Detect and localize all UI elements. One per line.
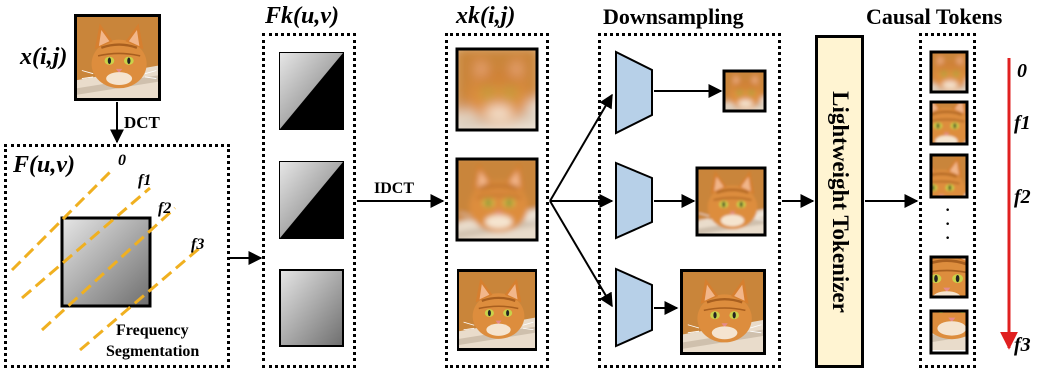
- band-spectra-label: Fk(u,v): [265, 3, 339, 29]
- spectrum-label: F(u,v): [13, 152, 75, 178]
- spectrum-square: [60, 216, 152, 308]
- token-n: [929, 309, 969, 355]
- downsampler-2: [615, 161, 653, 240]
- downsampler-3: [615, 267, 653, 348]
- token-2: [929, 153, 969, 199]
- spectrum-panel: [4, 144, 230, 368]
- causal-freq-f1: f1: [1014, 112, 1031, 134]
- causal-freq-f3: f3: [1014, 334, 1031, 356]
- band-image-mid: [455, 157, 539, 242]
- frequency-segmentation-label-2: Segmentation: [106, 343, 200, 360]
- band-spectrum-low: [279, 52, 344, 130]
- downsampling-label: Downsampling: [603, 4, 744, 29]
- band-image-high: [457, 269, 537, 351]
- fanout-arrows: [549, 93, 614, 308]
- frequency-band-lines: [10, 170, 203, 352]
- causal-freq-f2: f2: [1014, 186, 1031, 208]
- token-0: [929, 50, 969, 94]
- downsampled-image-medium: [695, 166, 767, 237]
- causal-tokens-label: Causal Tokens: [866, 4, 1003, 29]
- band-images-label: xk(i,j): [456, 3, 516, 29]
- causal-freq-0: 0: [1017, 60, 1027, 82]
- input-cat-image: [74, 14, 161, 101]
- token-1: [929, 100, 969, 146]
- freq-label-f3: f3: [191, 236, 205, 253]
- downsampled-image-small: [722, 69, 767, 113]
- freq-label-f1: f1: [138, 172, 152, 189]
- token-n-1: [929, 255, 969, 299]
- band-image-low: [455, 47, 539, 132]
- band-spectrum-mid: [279, 161, 344, 239]
- frequency-segmentation-label-1: Frequency: [116, 322, 189, 339]
- dct-label: DCT: [124, 113, 160, 132]
- downsampler-1: [615, 50, 653, 135]
- band-spectrum-high: [279, 269, 344, 347]
- causal-tokens-panel: [919, 33, 976, 368]
- downsampled-image-large: [680, 269, 766, 355]
- lightweight-tokenizer-box: Lightweight Tokenizer: [815, 35, 864, 368]
- input-image-label: x(i,j): [20, 44, 68, 70]
- idct-label: IDCT: [374, 180, 415, 197]
- band-images-panel: [445, 33, 549, 368]
- freq-label-f2: f2: [158, 200, 172, 217]
- token-ellipsis: · · ·: [945, 202, 951, 247]
- causal-token-list: [929, 50, 969, 355]
- band-spectra-panel: [262, 33, 356, 368]
- freq-label-0: 0: [118, 152, 126, 169]
